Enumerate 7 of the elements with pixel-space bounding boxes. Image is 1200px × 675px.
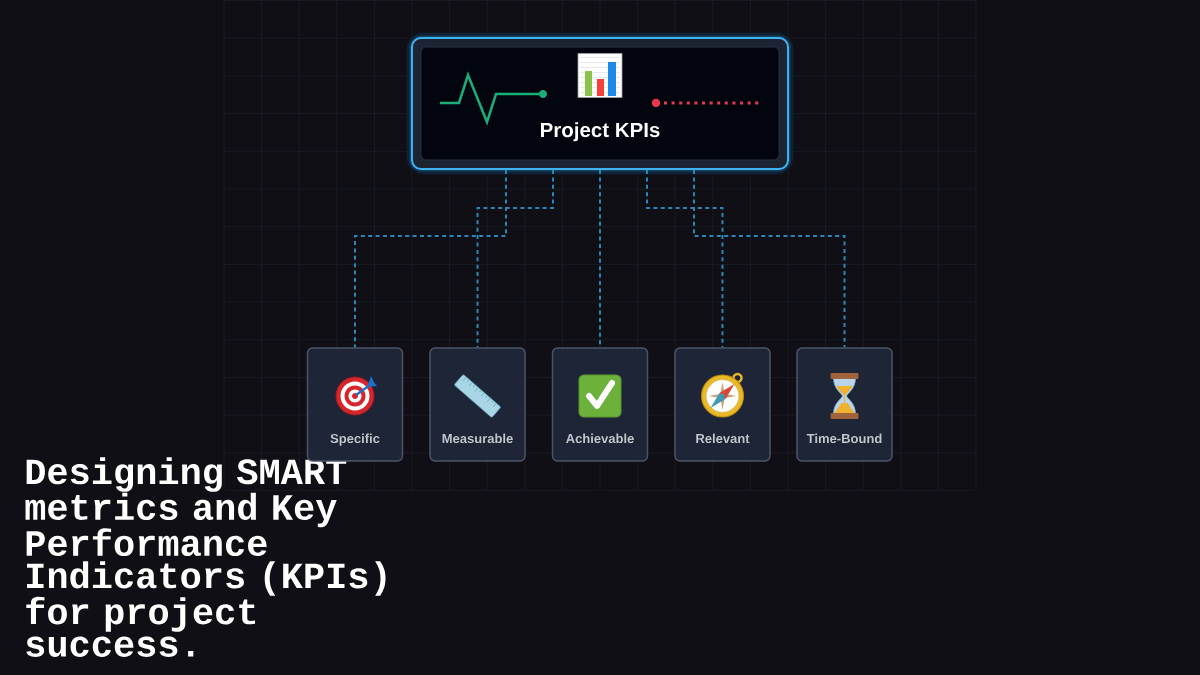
connector bbox=[693, 169, 846, 349]
connector bbox=[476, 169, 554, 349]
criterion-card: Time-Bound bbox=[796, 347, 893, 462]
connector bbox=[354, 169, 507, 349]
kpi-panel: Project KPIs bbox=[406, 32, 794, 175]
connector bbox=[646, 169, 724, 349]
criterion-card: Measurable bbox=[429, 347, 526, 462]
